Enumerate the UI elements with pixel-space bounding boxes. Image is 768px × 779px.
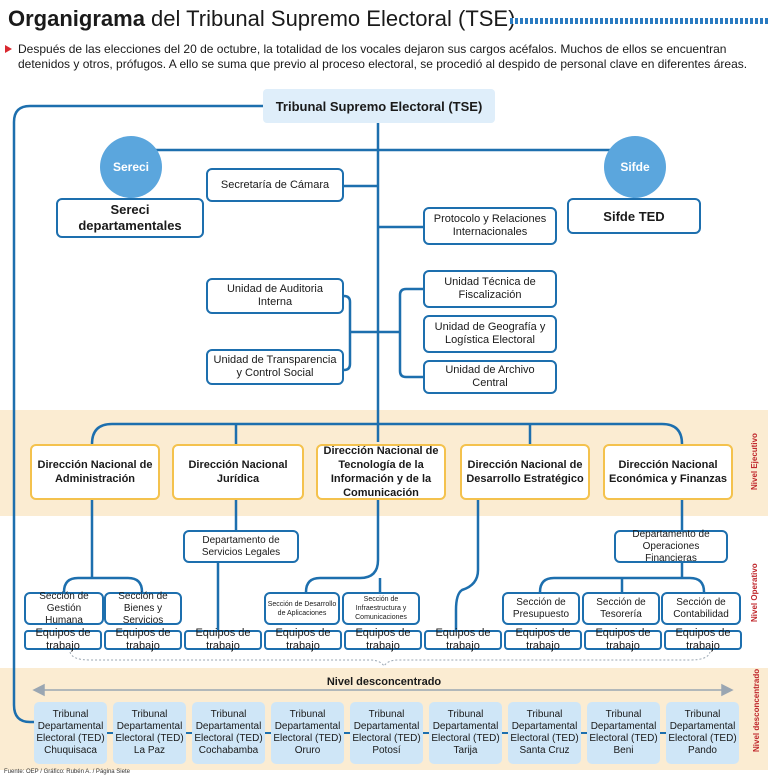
ted-tarija: Tribunal Departamental Electoral (TED) T…	[429, 702, 502, 764]
equipos-trabajo-2: Equipos de trabajo	[104, 627, 182, 652]
ted-oruro: Tribunal Departamental Electoral (TED) O…	[271, 702, 344, 764]
source-credit: Fuente: OEP / Gráfico: Rubén A. / Página…	[4, 769, 130, 775]
ted-santa-cruz: Tribunal Departamental Electoral (TED) S…	[508, 702, 581, 764]
sifde-ted-box: Sifde TED	[567, 198, 701, 234]
equipos-trabajo-1: Equipos de trabajo	[24, 627, 102, 652]
deconcentrated-title: Nivel desconcentrado	[326, 676, 442, 688]
operative-level-label: Nivel Operativo	[750, 563, 759, 622]
tse-box: Tribunal Supremo Electoral (TSE)	[263, 89, 495, 123]
sereci-circle: Sereci	[100, 136, 162, 198]
dept-servicios-legales: Departamento de Servicios Legales	[183, 530, 299, 563]
intro-text: Después de las elecciones del 20 de octu…	[18, 42, 748, 71]
equipos-trabajo-5: Equipos de trabajo	[344, 627, 422, 652]
protocolo-box: Protocolo y Relaciones Internacionales	[423, 207, 557, 245]
sereci-departamentales-box: Sereci departamentales	[56, 198, 204, 238]
auditoria-box: Unidad de Auditoria Interna	[206, 278, 344, 314]
seccion-infraestructura: Sección de Infraestructura y Comunicacio…	[342, 592, 420, 625]
title-bold: Organigrama	[8, 6, 145, 31]
title-decoration	[510, 18, 768, 24]
ted-chuquisaca: Tribunal Departamental Electoral (TED) C…	[34, 702, 107, 764]
title-rest: del Tribunal Supremo Electoral (TSE)	[144, 6, 516, 31]
geografia-box: Unidad de Geografía y Logística Electora…	[423, 315, 557, 353]
page-title: Organigrama del Tribunal Supremo Elector…	[8, 6, 515, 32]
equipos-trabajo-8: Equipos de trabajo	[584, 627, 662, 652]
ted-pando: Tribunal Departamental Electoral (TED) P…	[666, 702, 739, 764]
equipos-trabajo-3: Equipos de trabajo	[184, 627, 262, 652]
equipos-trabajo-6: Equipos de trabajo	[424, 627, 502, 652]
seccion-bienes-servicios: Sección de Bienes y Servicios	[104, 591, 182, 626]
equipos-trabajo-7: Equipos de trabajo	[504, 627, 582, 652]
transparencia-box: Unidad de Transparencia y Control Social	[206, 349, 344, 385]
archivo-box: Unidad de Archivo Central	[423, 360, 557, 394]
seccion-contabilidad: Sección de Contabilidad	[661, 592, 741, 625]
ted-la-paz: Tribunal Departamental Electoral (TED) L…	[113, 702, 186, 764]
seccion-tesoreria: Sección de Tesorería	[582, 592, 660, 625]
seccion-gestion-humana: Sección de Gestión Humana	[24, 591, 104, 626]
sifde-circle: Sifde	[604, 136, 666, 198]
secretaria-box: Secretaría de Cámara	[206, 168, 344, 202]
equipos-trabajo-9: Equipos de trabajo	[664, 627, 742, 652]
seccion-desarrollo-aplicaciones: Sección de Desarrollo de Aplicaciones	[264, 592, 340, 625]
ted-cochabamba: Tribunal Departamental Electoral (TED) C…	[192, 702, 265, 764]
ted-beni: Tribunal Departamental Electoral (TED) B…	[587, 702, 660, 764]
executive-level-label: Nivel Ejecutivo	[750, 433, 759, 490]
direccion-administracion: Dirección Nacional de Administración	[30, 444, 160, 500]
dept-operaciones-financieras: Departamento de Operaciones Financieras	[614, 529, 728, 564]
direccion-tic: Dirección Nacional de Tecnología de la I…	[316, 444, 446, 500]
ted-potosi: Tribunal Departamental Electoral (TED) P…	[350, 702, 423, 764]
bullet-icon	[5, 45, 12, 53]
fiscalizacion-box: Unidad Técnica de Fiscalización	[423, 270, 557, 308]
seccion-presupuesto: Sección de Presupuesto	[502, 592, 580, 625]
direccion-economica: Dirección Nacional Económica y Finanzas	[603, 444, 733, 500]
direccion-desarrollo: Dirección Nacional de Desarrollo Estraté…	[460, 444, 590, 500]
equipos-trabajo-4: Equipos de trabajo	[264, 627, 342, 652]
direccion-juridica: Dirección Nacional Jurídica	[172, 444, 304, 500]
